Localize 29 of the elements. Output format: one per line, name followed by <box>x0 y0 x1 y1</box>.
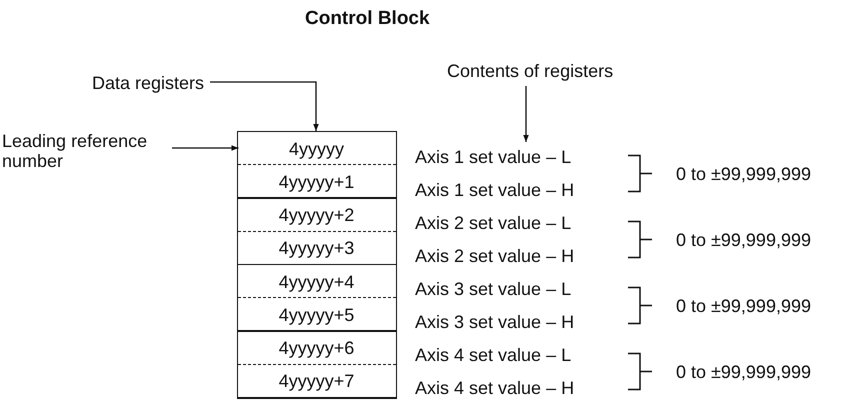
callout-label: Contents of registers <box>447 61 614 81</box>
value-range: 0 to ±99,999,999 <box>676 296 811 316</box>
register-cell: 4yyyyy+4 <box>238 266 396 290</box>
register-content: Axis 2 set value – H <box>415 246 574 266</box>
register-content: Axis 3 set value – H <box>415 312 574 332</box>
register-cell: 4yyyyy+6 <box>238 332 396 356</box>
value-range: 0 to ±99,999,999 <box>676 362 811 382</box>
arrow <box>523 86 529 142</box>
callout-label: Leading reference number <box>2 131 170 171</box>
register-cell: 4yyyyy+3 <box>238 232 396 256</box>
register-cell: 4yyyyy+1 <box>238 166 396 190</box>
register-content: Axis 2 set value – L <box>415 213 572 233</box>
value-range: 0 to ±99,999,999 <box>676 164 811 184</box>
callout-label: Data registers <box>92 73 204 93</box>
diagram-title: Control Block <box>305 9 430 29</box>
register-cell: 4yyyyy <box>238 132 396 156</box>
register-content: Axis 4 set value – L <box>415 345 572 365</box>
register-content: Axis 1 set value – H <box>415 180 574 200</box>
value-range: 0 to ±99,999,999 <box>676 230 811 250</box>
register-content: Axis 3 set value – L <box>415 279 572 299</box>
arrow <box>210 81 319 131</box>
arrow <box>172 145 238 151</box>
register-content: Axis 1 set value – L <box>415 147 572 167</box>
register-cell: 4yyyyy+5 <box>238 298 396 322</box>
register-group <box>236 330 396 398</box>
register-table <box>237 131 397 399</box>
register-cell: 4yyyyy+2 <box>238 199 396 223</box>
register-content: Axis 4 set value – H <box>415 378 574 398</box>
register-cell: 4yyyyy+7 <box>238 365 396 389</box>
